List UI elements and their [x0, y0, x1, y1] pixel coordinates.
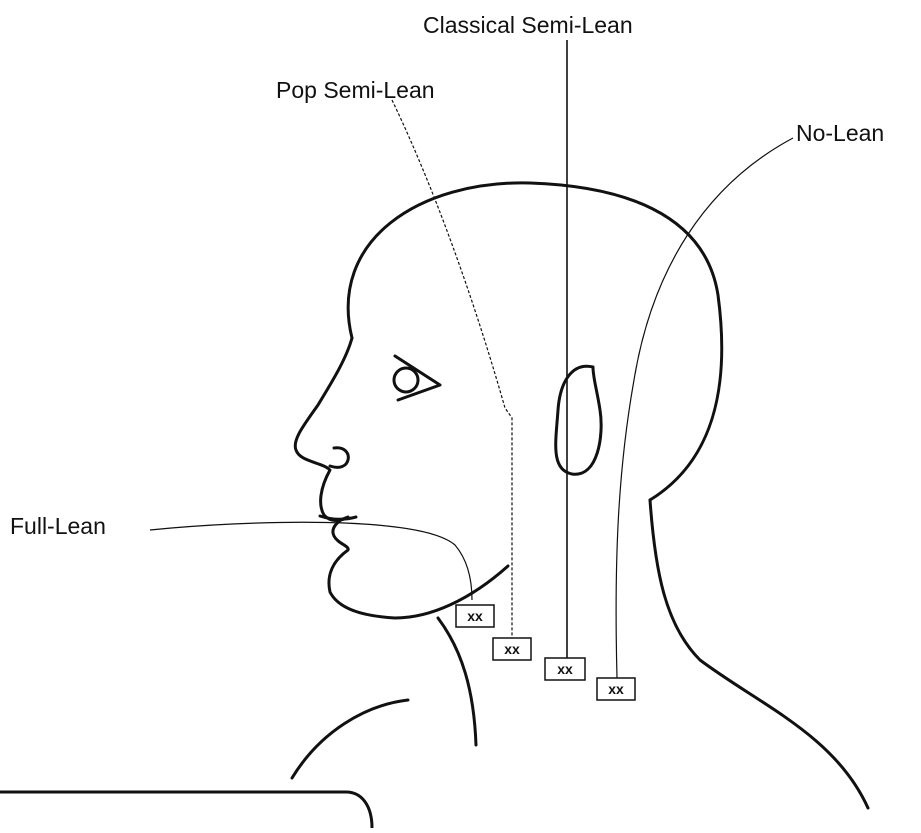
xx-marker-no-lean: xx	[597, 678, 635, 700]
caption-box-outline	[0, 792, 372, 828]
xx-marker-full-lean: xx	[456, 605, 494, 627]
no-lean-label: No-Lean	[796, 122, 884, 145]
throat-line	[438, 618, 476, 745]
ear	[556, 366, 601, 474]
nape-line	[650, 500, 868, 808]
full-lean-leader	[150, 522, 472, 600]
no-lean-leader	[616, 138, 793, 678]
skull-outline	[348, 183, 722, 500]
xx-marker-label: xx	[608, 681, 624, 697]
xx-marker-label: xx	[557, 661, 573, 677]
pop-semi-lean-label: Pop Semi-Lean	[276, 79, 435, 102]
mouth-line	[320, 516, 356, 519]
nostril	[330, 448, 348, 468]
xx-marker-label: xx	[504, 641, 520, 657]
xx-marker-label: xx	[467, 608, 483, 624]
shoulder-line	[292, 700, 408, 778]
classical-semi-lean-label: Classical Semi-Lean	[423, 14, 633, 37]
xx-marker-pop-semi-lean: xx	[493, 638, 531, 660]
eye-ball	[394, 368, 418, 392]
xx-marker-classical-semi-lean: xx	[545, 658, 585, 680]
full-lean-label: Full-Lean	[10, 515, 106, 538]
face-profile	[295, 338, 508, 618]
